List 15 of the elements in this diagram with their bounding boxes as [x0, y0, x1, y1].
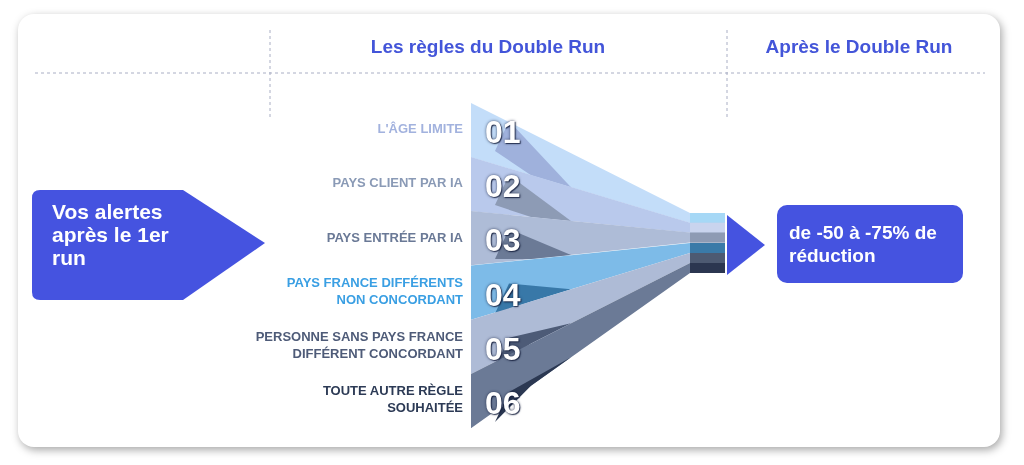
- box-text: de -50 à -75% de réduction: [789, 221, 938, 267]
- step-number: 02: [485, 169, 521, 204]
- step-number: 04: [485, 277, 521, 312]
- rule-label: PAYS ENTRÉE PAR IA: [325, 228, 463, 245]
- box-text: Vos alertes après le 1er run: [52, 200, 170, 269]
- rule-label: TOUTE AUTRE RÈGLE SOUHAITÉE: [321, 382, 463, 417]
- rule-label: PERSONNE SANS PAYS FRANCE DIFFÉRENT CONCORDANT: [254, 327, 463, 362]
- rule-label: PAYS CLIENT PAR IA: [331, 173, 463, 191]
- rule-label: PAYS FRANCE DIFFÉRENTS NON CONCORDANT: [285, 273, 463, 308]
- step-number: 06: [485, 386, 521, 420]
- step-number: 01: [485, 115, 521, 149]
- column-heading: Après le Double Run: [764, 36, 954, 58]
- step-number: 03: [485, 223, 521, 258]
- rule-label: L'ÂGE LIMITE: [376, 119, 463, 137]
- column-heading: Les règles du Double Run: [369, 36, 607, 58]
